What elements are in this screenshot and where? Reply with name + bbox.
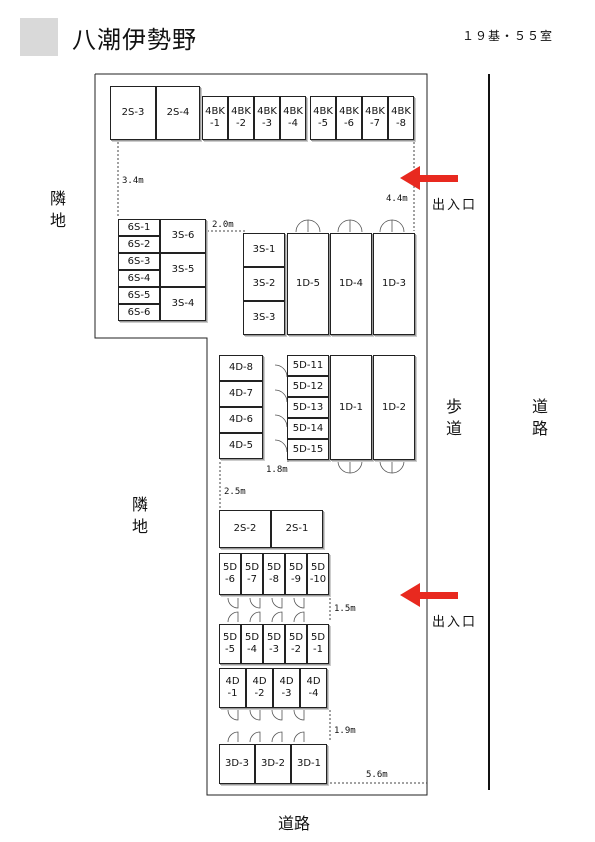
unit-4BK-2[interactable]: 4BK -2 <box>228 96 254 140</box>
unit-4D-7[interactable]: 4D-7 <box>219 381 263 407</box>
neighbor-label-bottom: 隣地 <box>131 495 148 536</box>
unit-4BK-6[interactable]: 4BK -6 <box>336 96 362 140</box>
unit-6S-3[interactable]: 6S-3 <box>118 253 160 270</box>
door-swings <box>227 219 405 743</box>
dimension-label: 1.5m <box>334 604 356 614</box>
unit-2S-1[interactable]: 2S-1 <box>271 510 323 548</box>
unit-4BK-7[interactable]: 4BK -7 <box>362 96 388 140</box>
unit-5D-10[interactable]: 5D -10 <box>307 553 329 595</box>
unit-5D-13[interactable]: 5D-13 <box>287 397 329 418</box>
dimension-label: 1.9m <box>334 726 356 736</box>
unit-3S-3[interactable]: 3S-3 <box>243 301 285 335</box>
unit-6S-6[interactable]: 6S-6 <box>118 304 160 321</box>
entrance-label-bottom: 出入口 <box>432 615 478 630</box>
unit-3S-2[interactable]: 3S-2 <box>243 267 285 301</box>
unit-summary: １９基・５５室 <box>462 29 554 43</box>
dimension-label: 1.8m <box>266 465 288 475</box>
unit-4D-4[interactable]: 4D -4 <box>300 668 327 708</box>
unit-5D-11[interactable]: 5D-11 <box>287 355 329 376</box>
unit-6S-5[interactable]: 6S-5 <box>118 287 160 304</box>
unit-3S-4[interactable]: 3S-4 <box>160 287 206 321</box>
unit-5D-7[interactable]: 5D -7 <box>241 553 263 595</box>
lot-outline <box>94 73 428 796</box>
unit-4D-3[interactable]: 4D -3 <box>273 668 300 708</box>
unit-1D-2[interactable]: 1D-2 <box>373 355 415 460</box>
unit-5D-12[interactable]: 5D-12 <box>287 376 329 397</box>
unit-3D-2[interactable]: 3D-2 <box>255 744 291 784</box>
neighbor-label-top: 隣地 <box>49 189 66 230</box>
unit-4D-5[interactable]: 4D-5 <box>219 433 263 459</box>
logo-placeholder <box>20 18 58 56</box>
unit-1D-3[interactable]: 1D-3 <box>373 233 415 335</box>
road-label-right: 道路 <box>531 397 548 438</box>
road-edge-line <box>488 74 490 790</box>
dimension-label: 4.4m <box>386 194 408 204</box>
dimension-label: 2.5m <box>224 487 246 497</box>
unit-5D-9[interactable]: 5D -9 <box>285 553 307 595</box>
road-label-bottom: 道路 <box>278 814 311 833</box>
unit-4BK-5[interactable]: 4BK -5 <box>310 96 336 140</box>
unit-4D-1[interactable]: 4D -1 <box>219 668 246 708</box>
unit-2S-3[interactable]: 2S-3 <box>110 86 156 140</box>
sidewalk-label: 歩道 <box>445 397 462 438</box>
unit-4BK-1[interactable]: 4BK -1 <box>202 96 228 140</box>
unit-1D-1[interactable]: 1D-1 <box>330 355 372 460</box>
unit-6S-1[interactable]: 6S-1 <box>118 219 160 236</box>
page-title: 八潮伊勢野 <box>72 26 197 54</box>
dimension-label: 5.6m <box>366 770 388 780</box>
unit-4D-2[interactable]: 4D -2 <box>246 668 273 708</box>
unit-6S-2[interactable]: 6S-2 <box>118 236 160 253</box>
entrance-arrow-top <box>400 166 458 190</box>
unit-5D-14[interactable]: 5D-14 <box>287 418 329 439</box>
unit-4BK-4[interactable]: 4BK -4 <box>280 96 306 140</box>
unit-5D-2[interactable]: 5D -2 <box>285 624 307 664</box>
unit-4D-8[interactable]: 4D-8 <box>219 355 263 381</box>
dimension-lines <box>117 142 427 784</box>
unit-5D-1[interactable]: 5D -1 <box>307 624 329 664</box>
unit-5D-6[interactable]: 5D -6 <box>219 553 241 595</box>
unit-3S-6[interactable]: 3S-6 <box>160 219 206 253</box>
unit-4D-6[interactable]: 4D-6 <box>219 407 263 433</box>
unit-5D-8[interactable]: 5D -8 <box>263 553 285 595</box>
unit-6S-4[interactable]: 6S-4 <box>118 270 160 287</box>
dimension-label: 3.4m <box>122 176 144 186</box>
unit-3D-3[interactable]: 3D-3 <box>219 744 255 784</box>
unit-5D-15[interactable]: 5D-15 <box>287 439 329 460</box>
unit-1D-4[interactable]: 1D-4 <box>330 233 372 335</box>
unit-2S-4[interactable]: 2S-4 <box>156 86 200 140</box>
unit-3D-1[interactable]: 3D-1 <box>291 744 327 784</box>
dimension-label: 2.0m <box>212 220 234 230</box>
unit-3S-5[interactable]: 3S-5 <box>160 253 206 287</box>
unit-1D-5[interactable]: 1D-5 <box>287 233 329 335</box>
unit-3S-1[interactable]: 3S-1 <box>243 233 285 267</box>
unit-5D-3[interactable]: 5D -3 <box>263 624 285 664</box>
unit-5D-4[interactable]: 5D -4 <box>241 624 263 664</box>
entrance-label-top: 出入口 <box>432 198 478 213</box>
unit-5D-5[interactable]: 5D -5 <box>219 624 241 664</box>
entrance-arrow-bottom <box>400 583 458 607</box>
unit-2S-2[interactable]: 2S-2 <box>219 510 271 548</box>
unit-4BK-3[interactable]: 4BK -3 <box>254 96 280 140</box>
unit-4BK-8[interactable]: 4BK -8 <box>388 96 414 140</box>
